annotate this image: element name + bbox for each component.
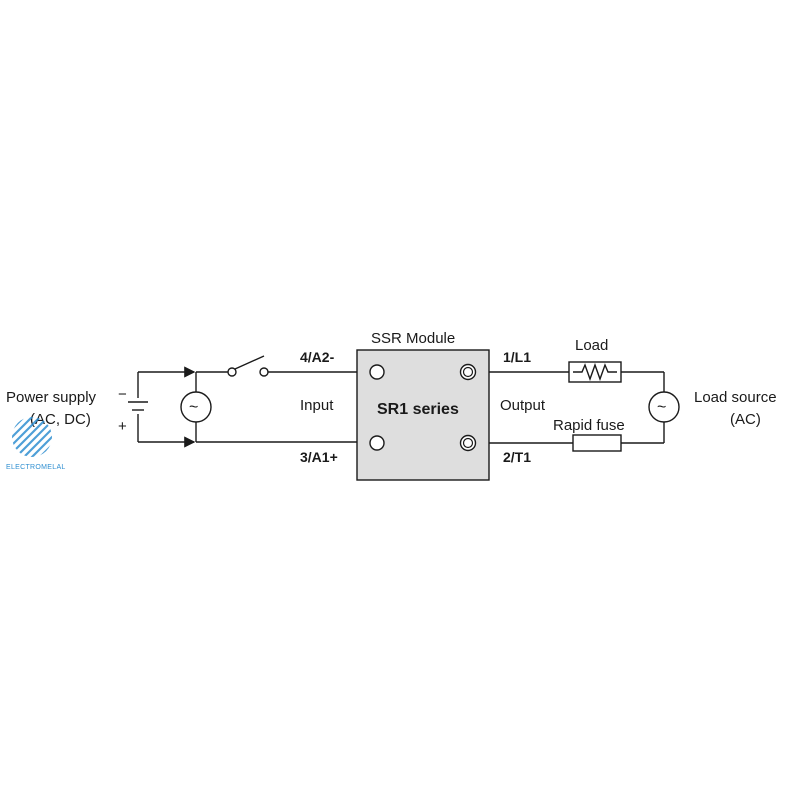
load-ac-source-icon — [648, 391, 680, 423]
battery-minus-sign: − — [118, 386, 127, 403]
load-resistor-icon — [573, 362, 617, 382]
terminal-1-screw — [459, 363, 477, 381]
terminal-4-screw — [369, 364, 385, 380]
load-source-type-label: (AC) — [730, 411, 761, 428]
power-supply-type-label: (AC, DC) — [30, 411, 91, 428]
module-series-label: SR1 series — [377, 401, 459, 418]
terminal-3-screw — [369, 435, 385, 451]
terminal-1-label: 1/L1 — [503, 349, 531, 365]
module-title: SSR Module — [371, 330, 455, 347]
switch-lever — [234, 355, 265, 370]
rapid-fuse-icon — [572, 434, 622, 452]
load-label: Load — [575, 337, 608, 354]
switch-contact-left — [227, 367, 237, 377]
terminal-3-label: 3/A1+ — [300, 449, 338, 465]
output-label: Output — [500, 397, 546, 414]
load-source-label: Load source — [694, 389, 777, 406]
battery-plus-sign: + — [118, 418, 127, 435]
input-label: Input — [300, 397, 334, 414]
terminal-2-screw — [459, 434, 477, 452]
terminal-2-label: 2/T1 — [503, 449, 531, 465]
rapid-fuse-label: Rapid fuse — [553, 417, 625, 434]
electromelal-logo-icon — [12, 417, 52, 457]
load-ac-symbol: ~ — [657, 399, 666, 416]
electromelal-logo-text: ELECTROMELAL — [6, 464, 66, 471]
terminal-4-label: 4/A2- — [300, 349, 335, 365]
power-supply-battery — [128, 372, 148, 442]
input-ac-symbol: ~ — [189, 399, 198, 416]
input-ac-source-icon — [180, 391, 212, 423]
switch-contact-right — [259, 367, 269, 377]
power-supply-label: Power supply — [6, 389, 97, 406]
